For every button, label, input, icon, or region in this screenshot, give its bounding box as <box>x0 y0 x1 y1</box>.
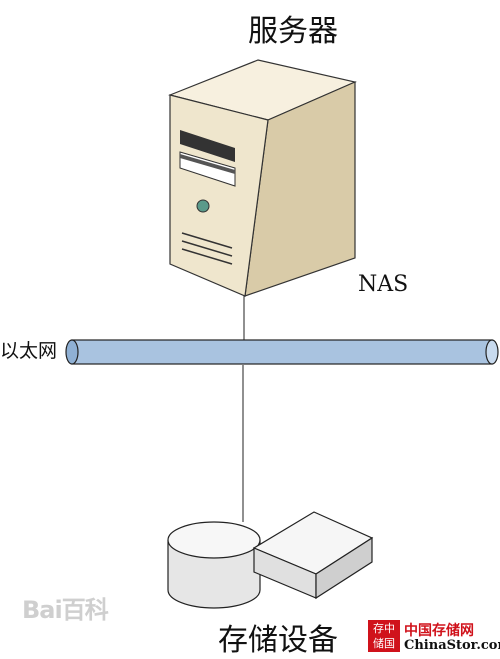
chinastor-logo-icon: 存中储国 <box>368 620 400 652</box>
chinastor-name: 中国存储网 <box>404 623 474 639</box>
storage-box-icon <box>252 511 374 600</box>
server-label: 服务器 <box>248 14 338 49</box>
baidu-watermark: Bai百科 <box>22 596 109 624</box>
ethernet-pipe <box>65 339 499 365</box>
storage-device-label: 存储设备 <box>218 623 338 658</box>
disk-cylinder-icon <box>167 521 261 609</box>
nas-label: NAS <box>358 272 409 297</box>
server-icon <box>168 59 357 297</box>
chinastor-domain: ChinaStor.com <box>404 638 500 653</box>
ethernet-label: 以太网 <box>0 340 58 362</box>
